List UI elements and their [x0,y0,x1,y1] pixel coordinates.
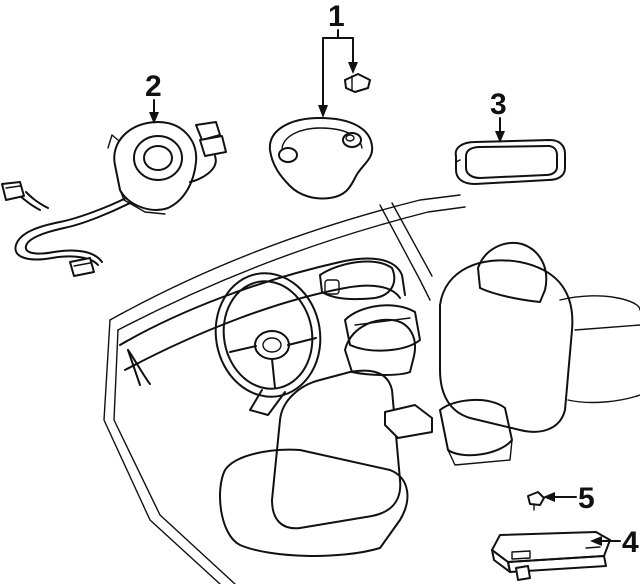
part-1-bolt [344,73,371,93]
part-4-sensor-module [491,531,611,581]
part-3-passenger-airbag [454,139,566,185]
callout-2-label: 2 [145,70,162,103]
callout-5-label: 5 [578,482,595,515]
part-5-clip [527,491,545,511]
car-interior-illustration [103,194,640,584]
callout-3-label: 3 [490,88,507,121]
callout-1-label: 1 [328,0,345,33]
part-2-clock-spring [1,121,227,277]
callout-1-leader [318,29,358,118]
part-1-driver-airbag [268,117,374,200]
callout-2-leader [149,99,159,124]
callout-4-label: 4 [622,526,639,559]
callout-3-leader [495,117,505,143]
callout-5-leader [543,492,577,502]
callout-4-leader [590,536,621,546]
